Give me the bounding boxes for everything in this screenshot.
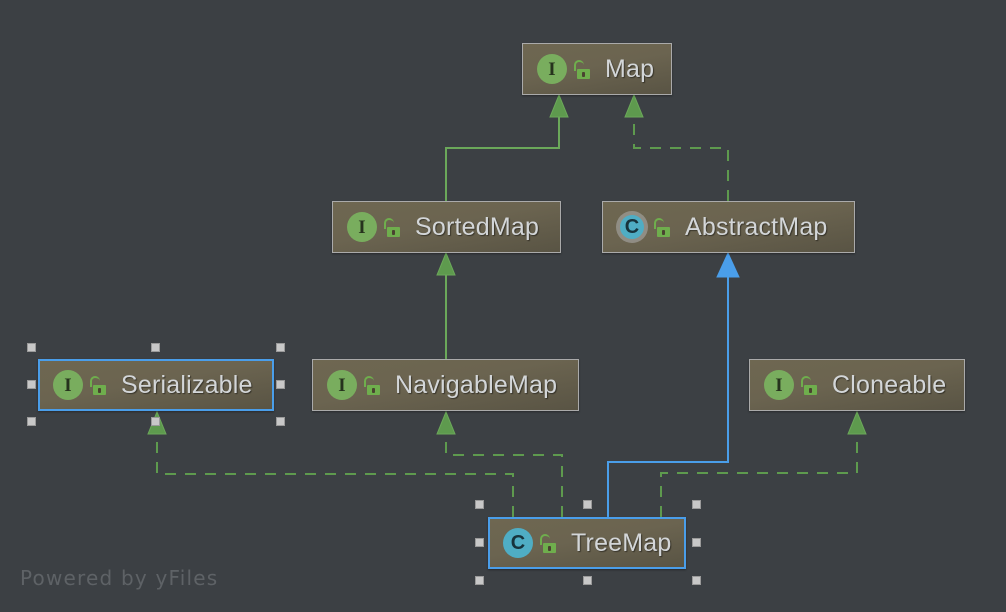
node-label-serializable: Serializable — [121, 370, 253, 399]
abstract-class-icon-glyph: C — [624, 216, 640, 238]
selection-handle-ne[interactable] — [692, 500, 701, 509]
selection-handle-s[interactable] — [151, 417, 160, 426]
unlocked-padlock-icon — [574, 59, 592, 79]
node-label-sortedmap: SortedMap — [415, 212, 540, 241]
abstract-class-icon: C — [620, 215, 644, 239]
class-icon: C — [503, 528, 533, 558]
selection-handle-e[interactable] — [692, 538, 701, 547]
selection-handle-w[interactable] — [475, 538, 484, 547]
unlocked-padlock-icon — [90, 375, 108, 395]
unlocked-padlock-icon — [364, 375, 382, 395]
unlocked-padlock-icon — [384, 217, 402, 237]
yfiles-watermark: Powered by yFiles — [20, 566, 219, 590]
unlocked-padlock-icon — [801, 375, 819, 395]
interface-icon-glyph: I — [775, 374, 783, 396]
interface-icon: I — [764, 370, 794, 400]
interface-icon-glyph: I — [338, 374, 346, 396]
node-label-abstractmap: AbstractMap — [685, 212, 828, 241]
selection-handle-sw[interactable] — [27, 417, 36, 426]
node-label-map: Map — [605, 54, 655, 83]
selection-handle-w[interactable] — [27, 380, 36, 389]
node-treemap[interactable]: C TreeMap — [488, 517, 686, 569]
selection-handle-n[interactable] — [583, 500, 592, 509]
selection-handle-n[interactable] — [151, 343, 160, 352]
node-abstractmap[interactable]: C AbstractMap — [602, 201, 855, 253]
node-label-navigablemap: NavigableMap — [395, 370, 558, 399]
selection-handle-e[interactable] — [276, 380, 285, 389]
class-icon-glyph: C — [510, 532, 526, 554]
selection-handle-s[interactable] — [583, 576, 592, 585]
interface-icon: I — [537, 54, 567, 84]
unlocked-padlock-icon — [540, 533, 558, 553]
node-cloneable[interactable]: I Cloneable — [749, 359, 965, 411]
interface-icon: I — [347, 212, 377, 242]
edge-sortedmap-to-map[interactable] — [445, 93, 569, 201]
node-label-cloneable: Cloneable — [832, 370, 947, 399]
node-sortedmap[interactable]: I SortedMap — [332, 201, 561, 253]
edge-treemap-to-serializable[interactable] — [147, 410, 514, 517]
edge-treemap-to-abstractmap[interactable] — [607, 251, 740, 517]
node-map[interactable]: I Map — [522, 43, 672, 95]
selection-handle-se[interactable] — [276, 417, 285, 426]
node-navigablemap[interactable]: I NavigableMap — [312, 359, 579, 411]
interface-icon: I — [53, 370, 83, 400]
interface-icon-glyph: I — [64, 374, 72, 396]
edge-treemap-to-navigablemap[interactable] — [436, 410, 563, 517]
node-label-treemap: TreeMap — [571, 528, 672, 557]
selection-handle-nw[interactable] — [27, 343, 36, 352]
node-serializable[interactable]: I Serializable — [38, 359, 274, 411]
interface-icon-glyph: I — [358, 216, 366, 238]
edge-navigablemap-to-sortedmap[interactable] — [436, 251, 456, 359]
interface-icon-glyph: I — [548, 58, 556, 80]
interface-icon: I — [327, 370, 357, 400]
selection-handle-se[interactable] — [692, 576, 701, 585]
edge-abstractmap-to-map[interactable] — [624, 93, 729, 201]
selection-handle-ne[interactable] — [276, 343, 285, 352]
unlocked-padlock-icon — [654, 217, 672, 237]
selection-handle-sw[interactable] — [475, 576, 484, 585]
selection-handle-nw[interactable] — [475, 500, 484, 509]
